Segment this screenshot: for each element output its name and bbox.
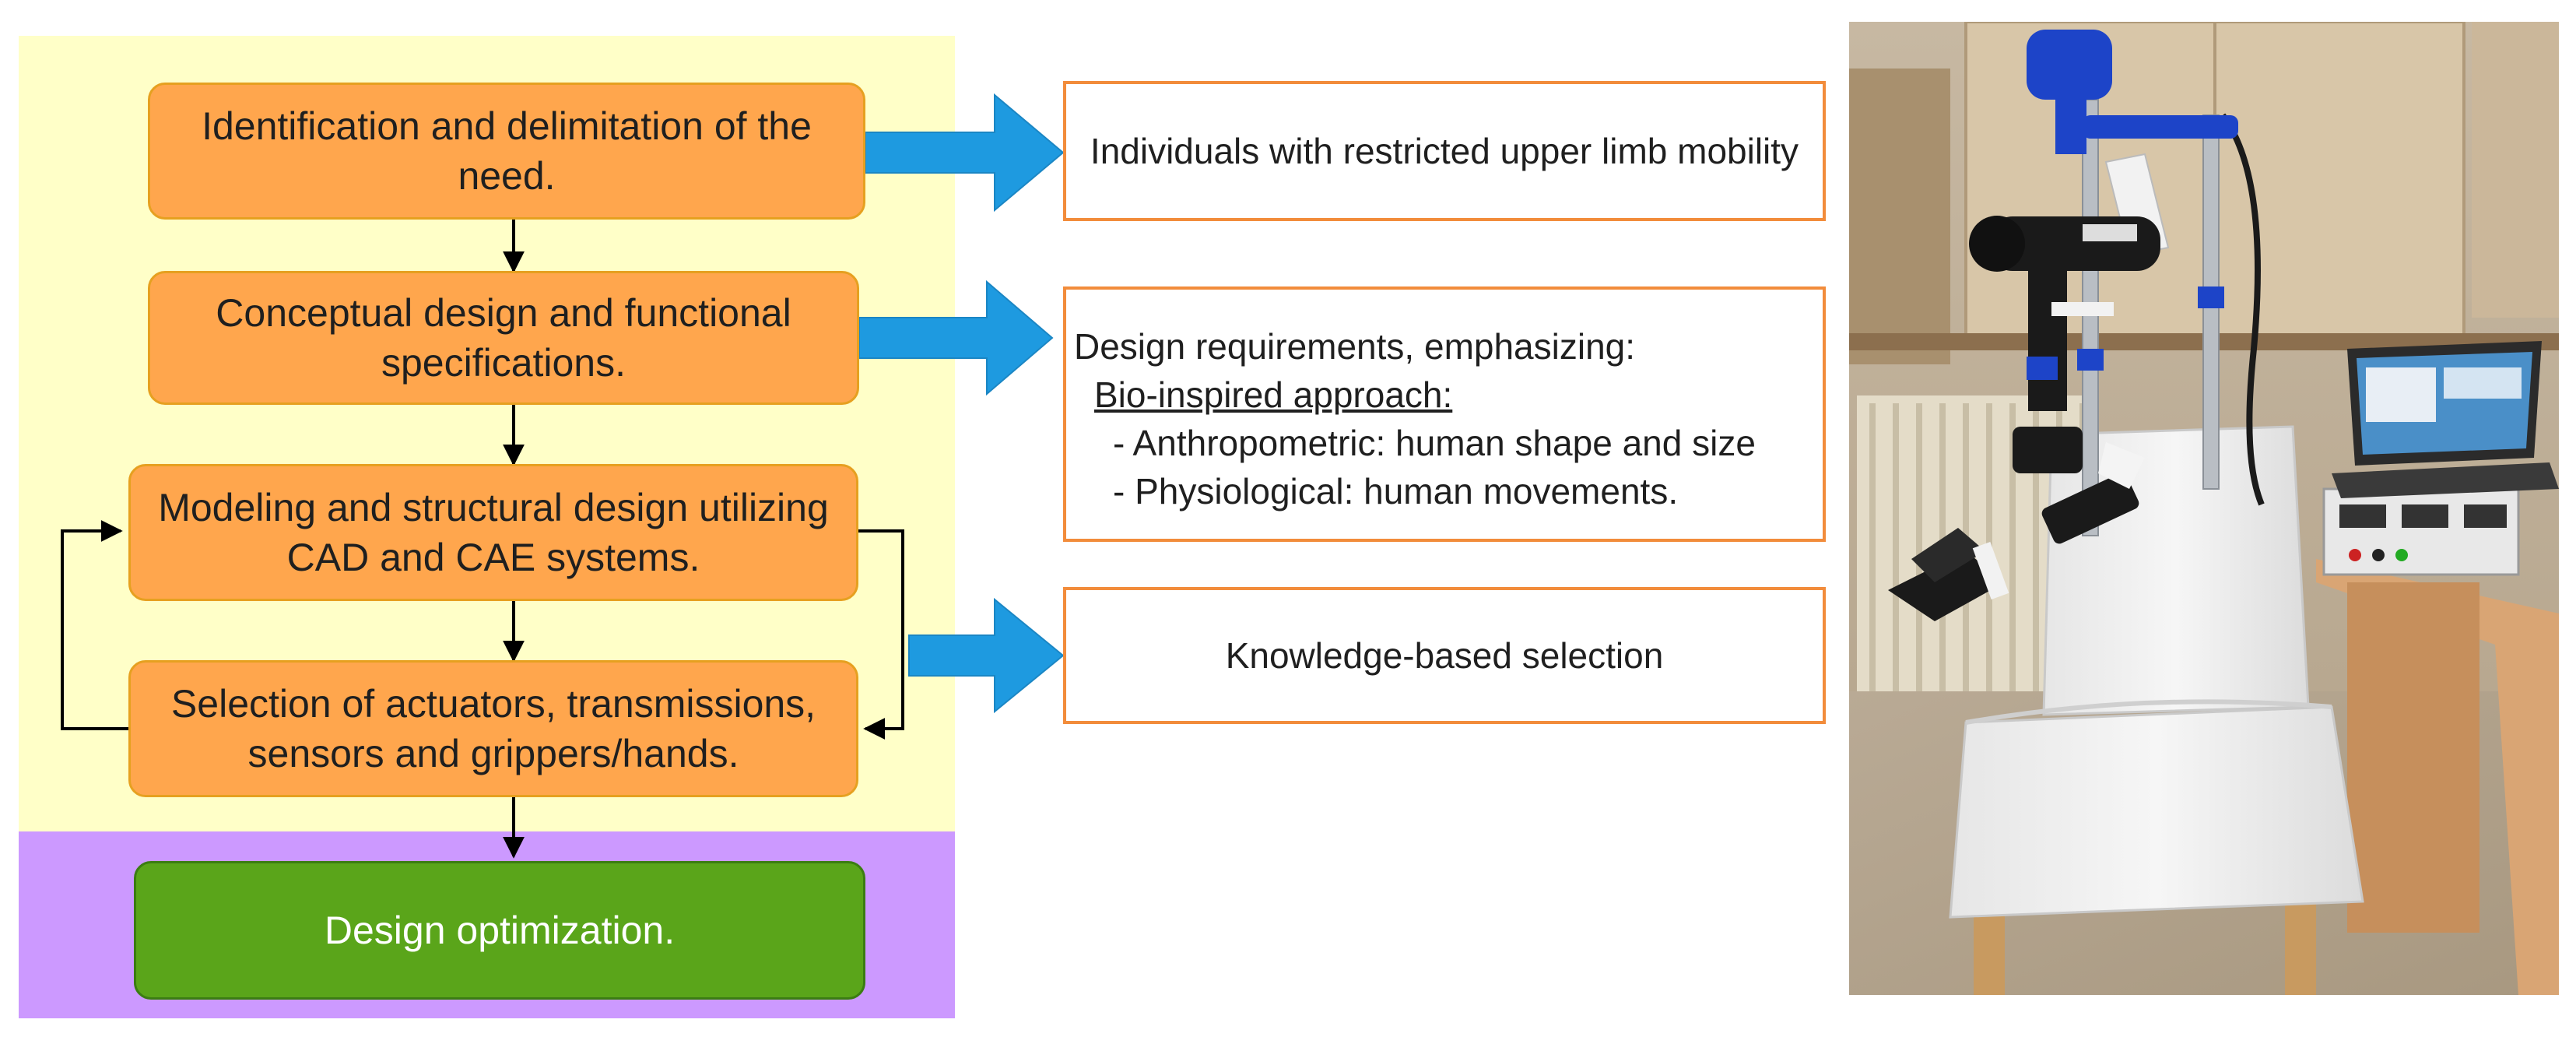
requirements-item-anthropometric: - Anthropometric: human shape and size (1113, 423, 1756, 463)
desk (2316, 559, 2559, 995)
power-supply (2322, 487, 2520, 576)
support-poles (2077, 99, 2224, 536)
step-selection: Selection of actuators, transmissions, s… (128, 660, 858, 797)
forearm (2027, 271, 2114, 411)
elbow-actuator (1969, 216, 2160, 272)
step-modeling: Modeling and structural design utilizing… (128, 464, 858, 601)
gripper (1888, 528, 2009, 621)
output-arrow-selection (908, 597, 1065, 714)
step-selection-label: Selection of actuators, transmissions, s… (170, 682, 816, 775)
output-selection-box: Knowledge-based selection (1063, 587, 1826, 724)
step-design-optimization: Design optimization. (134, 861, 865, 1000)
step-modeling-label: Modeling and structural design utilizing… (158, 486, 829, 579)
output-requirements-box: Design requirements, emphasizing: Bio-in… (1063, 286, 1826, 542)
step-identification: Identification and delimitation of the n… (148, 83, 865, 220)
wrist (2013, 427, 2145, 544)
laptop (2332, 341, 2559, 498)
requirements-item-physiological: - Physiological: human movements. (1113, 471, 1679, 511)
feedback-loop-left (61, 520, 131, 730)
output-arrow-need (865, 93, 1065, 213)
step-identification-label: Identification and delimitation of the n… (202, 104, 812, 198)
requirements-heading: Design requirements, emphasizing: (1074, 326, 1636, 367)
step-design-optimization-label: Design optimization. (324, 909, 676, 952)
requirements-approach: Bio-inspired approach: (1094, 374, 1453, 415)
robot-arm-illustration (1849, 22, 2559, 995)
step-conceptual-design-label: Conceptual design and functional specifi… (216, 291, 791, 385)
wall-board-left (1849, 69, 1950, 364)
output-arrow-requirements (858, 279, 1054, 396)
output-selection-text: Knowledge-based selection (1225, 635, 1664, 676)
shoulder-motor (2027, 30, 2238, 154)
output-need-text: Individuals with restricted upper limb m… (1090, 131, 1799, 171)
step-conceptual-design: Conceptual design and functional specifi… (148, 271, 859, 405)
robot-arm-photo (1849, 22, 2559, 995)
wall-board-right (2472, 22, 2559, 318)
output-need-box: Individuals with restricted upper limb m… (1063, 81, 1826, 221)
cable (2220, 113, 2265, 506)
feedback-loop-right (856, 529, 904, 740)
